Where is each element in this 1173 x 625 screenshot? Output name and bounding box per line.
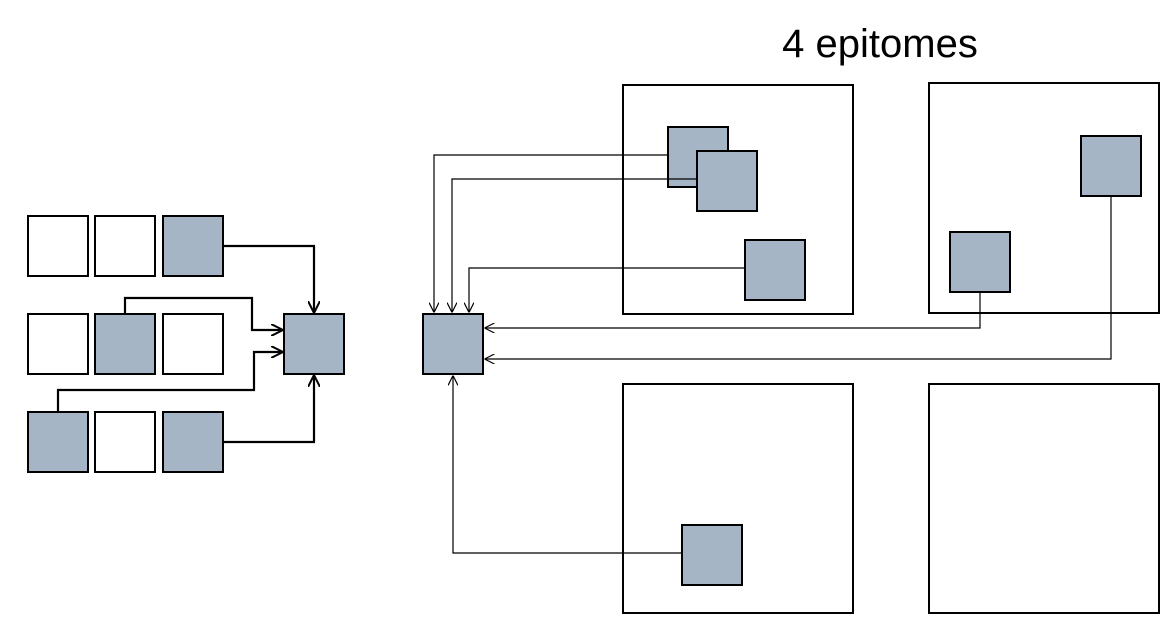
grid-cell-empty — [27, 215, 89, 277]
grid-cell-empty — [162, 313, 224, 375]
arrow-bottom-left-cell — [56, 352, 282, 412]
grid-cell-selected — [94, 313, 156, 375]
grid-cell-selected — [162, 411, 224, 473]
epitome-3-patch-a — [681, 524, 743, 586]
grid-cell-empty — [94, 411, 156, 473]
grid-cell-selected — [162, 215, 224, 277]
epitome-connector-arrows — [434, 154, 1112, 554]
epitome-1-patch-b — [696, 150, 758, 212]
arrow-epitome-1-patch-c — [469, 267, 745, 312]
epitome-2-patch-b — [949, 231, 1011, 293]
arrow-epitome-2-patch-b — [485, 292, 981, 328]
grid-cell-empty — [27, 313, 89, 375]
epitome-frame-4 — [928, 383, 1160, 614]
epitome-2-patch-a — [1080, 135, 1142, 197]
arrow-middle-cell — [123, 296, 282, 330]
arrow-epitome-1-patch-b — [452, 178, 697, 312]
right-output-patch — [422, 313, 484, 375]
diagram-title: 4 epitomes — [782, 22, 978, 66]
epitome-1-patch-c — [744, 239, 806, 301]
grid-cell-selected — [27, 411, 89, 473]
epitome-patches — [667, 126, 1142, 586]
arrow-epitome-1-patch-a — [434, 154, 668, 312]
arrow-epitome-2-patch-a — [485, 196, 1112, 359]
grid-cell-empty — [94, 215, 156, 277]
grid-connector-arrows — [56, 244, 314, 444]
arrow-bottom-right-cell — [223, 376, 314, 444]
arrow-top-right-cell — [223, 244, 314, 312]
patch-grid — [27, 215, 224, 473]
arrow-epitome-3-patch-a — [453, 376, 682, 554]
left-output-patch — [283, 313, 345, 375]
